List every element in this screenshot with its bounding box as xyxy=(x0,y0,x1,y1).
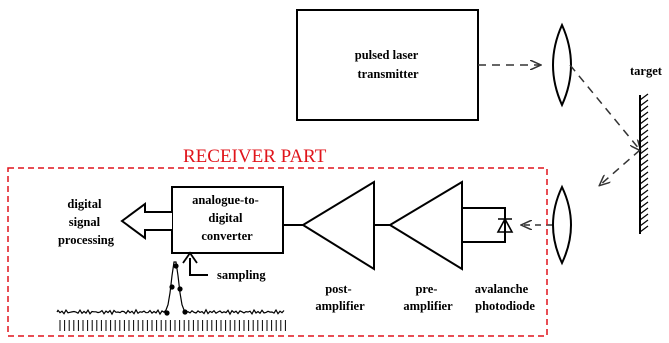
digital-signal-processing-label: digital signal processing xyxy=(58,197,115,247)
dsp-output-arrow xyxy=(120,202,172,240)
sampling-pointer xyxy=(189,258,208,276)
sample-point xyxy=(173,263,179,269)
sample-points xyxy=(164,263,188,316)
sampling-clock-ticks xyxy=(59,320,286,331)
receiver-part-title: RECEIVER PART xyxy=(183,146,327,167)
laser-transmitter-label: pulsed laser transmitter xyxy=(355,48,421,81)
sample-point xyxy=(182,309,188,315)
laser-transmitter-block: pulsed laser transmitter xyxy=(296,9,479,121)
target-label: target xyxy=(630,64,663,78)
avalanche-photodiode-label: avalanche photodiode xyxy=(475,282,536,313)
post-amplifier-triangle xyxy=(301,180,375,271)
laser-transmitter-box xyxy=(296,9,479,121)
post-amplifier-label: post- amplifier xyxy=(315,282,365,313)
target-surface xyxy=(639,93,649,234)
sampling-label: sampling xyxy=(217,268,266,282)
beam-to-target xyxy=(569,64,640,150)
photodiode-circuit xyxy=(462,207,514,243)
sample-point xyxy=(177,286,183,292)
receive-lens-icon xyxy=(552,184,572,266)
adc-label: analogue-to- digital converter xyxy=(192,193,262,243)
receiver-part-frame xyxy=(7,167,548,337)
pre-amplifier-triangle xyxy=(388,180,463,271)
sampled-pulse-waveform xyxy=(56,261,285,316)
sample-point xyxy=(169,284,175,290)
return-beam-from-target xyxy=(600,149,641,185)
transmit-lens-icon xyxy=(552,22,572,108)
sample-point xyxy=(164,310,170,316)
pre-amplifier-label: pre- amplifier xyxy=(403,282,453,313)
sampling-arrowhead-icon xyxy=(182,251,198,264)
